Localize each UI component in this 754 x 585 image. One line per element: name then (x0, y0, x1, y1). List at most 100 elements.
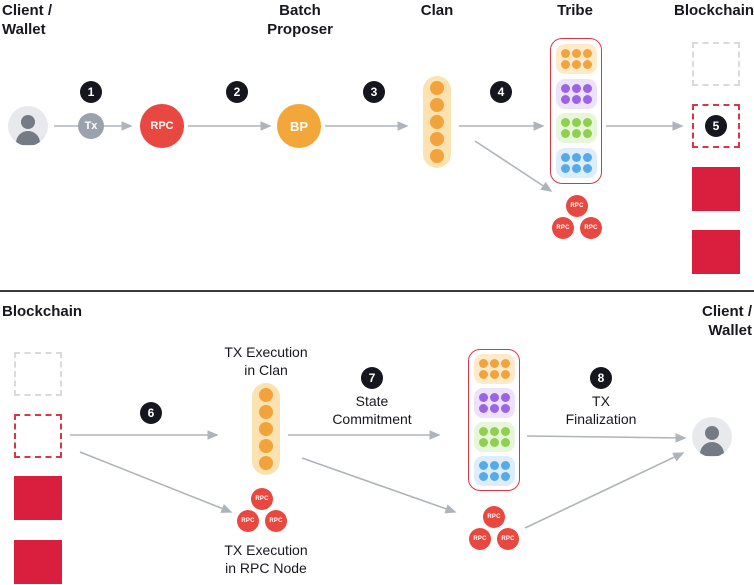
dot (500, 393, 510, 402)
rpc-mini-node: RPC (552, 217, 574, 239)
dot (500, 359, 510, 368)
dot (582, 48, 592, 58)
step-badge-6: 6 (140, 402, 162, 424)
dot (478, 438, 488, 447)
block-square-pending (692, 42, 740, 86)
block-square-pending (14, 352, 62, 396)
dot (571, 48, 581, 58)
cluster-purple (473, 388, 515, 418)
dot (571, 59, 581, 69)
dot (478, 359, 488, 368)
dot (571, 164, 581, 174)
caption-tx-finalization: TX Finalization (565, 393, 637, 428)
header-batch-proposer: Batch Proposer (267, 2, 333, 38)
tx-node: Tx (78, 113, 104, 139)
dot (500, 427, 510, 436)
dot (582, 59, 592, 69)
clan-pill-top (423, 76, 451, 168)
dot (582, 94, 592, 104)
caption-tx-execution-clan: TX Execution in Clan (224, 344, 308, 379)
caption-tx-execution-rpc: TX Execution in RPC Node (224, 542, 308, 577)
dot (430, 132, 444, 146)
dot (478, 404, 488, 413)
dot (478, 461, 488, 470)
avatar-body-icon (16, 131, 40, 145)
rpc-node-main: RPC (140, 104, 184, 148)
step-badge-2: 2 (226, 81, 248, 103)
step-badge-3: 3 (363, 81, 385, 103)
cluster-purple (555, 78, 597, 109)
dot (582, 129, 592, 139)
dot (571, 118, 581, 128)
dot (430, 98, 444, 112)
step-badge-4: 4 (490, 81, 512, 103)
dot (489, 472, 499, 481)
dot (478, 393, 488, 402)
rpc-mini-node: RPC (237, 510, 259, 532)
client-avatar-top (8, 106, 48, 146)
cluster-orange (555, 43, 597, 74)
arrow-rpc-to-wallet (524, 452, 685, 529)
tribe-box-bottom (468, 349, 520, 491)
dot (500, 472, 510, 481)
dot (259, 422, 273, 436)
rpc-mini-node: RPC (251, 488, 273, 510)
header-blockchain-bottom: Blockchain (2, 303, 83, 320)
rpc-mini-node: RPC (580, 217, 602, 239)
dot (500, 461, 510, 470)
cluster-orange (473, 354, 515, 384)
arrow-tribe-to-wallet (526, 433, 687, 443)
dot (560, 83, 570, 93)
dot (560, 59, 570, 69)
dot (430, 81, 444, 95)
dot (571, 83, 581, 93)
step-badge-7: 7 (361, 367, 383, 389)
step-badge-1: 1 (80, 81, 102, 103)
dot (560, 48, 570, 58)
rpc-mini-node: RPC (497, 528, 519, 550)
cluster-green (473, 422, 515, 452)
dot (560, 164, 570, 174)
tribe-box-top (550, 38, 602, 184)
step-badge-8: 8 (590, 367, 612, 389)
dot (259, 405, 273, 419)
dot (489, 404, 499, 413)
block-square-finalized (14, 476, 62, 520)
dot (500, 404, 510, 413)
rpc-mini-node: RPC (469, 528, 491, 550)
rpc-mini-node: RPC (265, 510, 287, 532)
dot (582, 164, 592, 174)
rpc-mini-node: RPC (483, 506, 505, 528)
arrow-diag-clan-to-rpc-bottom (301, 457, 457, 514)
dot (582, 153, 592, 163)
dot (489, 370, 499, 379)
header-blockchain-top: Blockchain (674, 2, 754, 19)
header-client-wallet-top: Client / Wallet (2, 2, 53, 38)
avatar-head-icon (705, 426, 719, 440)
rpc-mini-node: RPC (566, 195, 588, 217)
batch-proposer-node: BP (277, 104, 321, 148)
dot (582, 83, 592, 93)
dot (560, 94, 570, 104)
dot (571, 129, 581, 139)
dot (478, 472, 488, 481)
cluster-blue (555, 148, 597, 179)
block-square-finalized (692, 167, 740, 211)
dot (478, 370, 488, 379)
section-divider (0, 290, 754, 292)
clan-pill-bottom (252, 383, 280, 475)
dot (489, 427, 499, 436)
cluster-blue (473, 456, 515, 486)
dot (560, 153, 570, 163)
client-avatar-bottom (692, 417, 732, 457)
arrow-diag-to-rpc-node-exec (79, 451, 233, 513)
header-tribe: Tribe (557, 2, 593, 19)
caption-state-commitment: State Commitment (332, 393, 412, 428)
dot (430, 115, 444, 129)
dot (560, 118, 570, 128)
dot (489, 359, 499, 368)
block-square-proposed (14, 414, 62, 458)
dot (500, 438, 510, 447)
